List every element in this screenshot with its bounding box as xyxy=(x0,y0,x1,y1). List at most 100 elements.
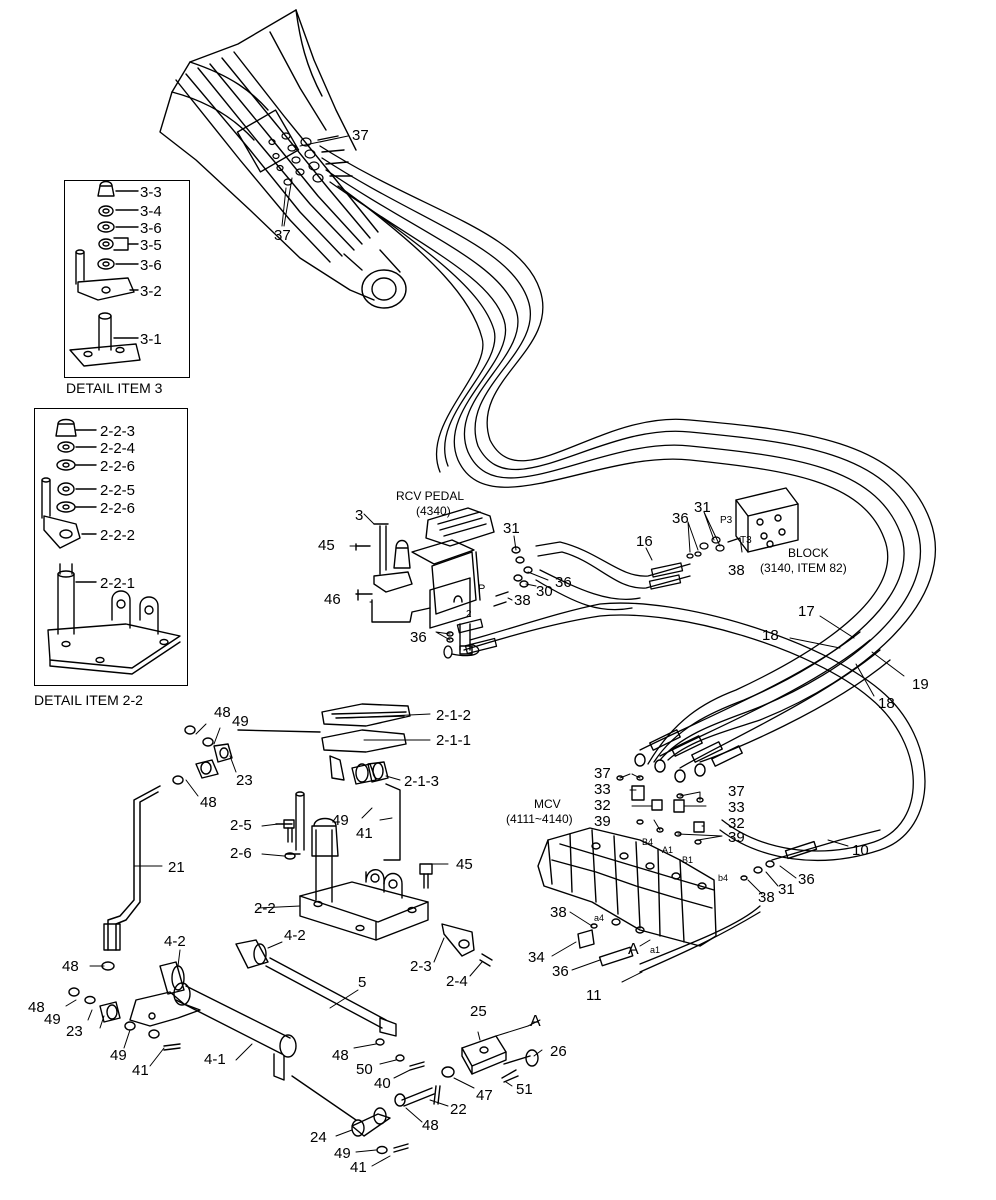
callout-2-3: 2-3 xyxy=(410,958,432,975)
detail22-label: 2-2-4 xyxy=(100,440,136,457)
callout-38: 38 xyxy=(728,562,745,579)
port-mark: a1 xyxy=(650,945,661,955)
callout-23: 23 xyxy=(66,1023,83,1040)
callout-2-1-2: 2-1-2 xyxy=(436,707,472,724)
callout-48: 48 xyxy=(332,1047,349,1064)
callout-31: 31 xyxy=(503,520,520,537)
mcv-drawing xyxy=(537,631,891,973)
detail22-label: 2-2-1 xyxy=(100,575,136,592)
callout-25: 25 xyxy=(470,1003,487,1020)
callout-17: 17 xyxy=(798,603,815,620)
callout-31: 31 xyxy=(778,881,795,898)
boom-drawing xyxy=(159,9,407,309)
callout-48: 48 xyxy=(200,794,217,811)
callout-34: 34 xyxy=(528,949,545,966)
callout-3: 3 xyxy=(355,507,364,524)
callout-49: 49 xyxy=(232,713,249,730)
callout-41: 41 xyxy=(350,1159,367,1176)
callout-38: 38 xyxy=(758,889,775,906)
detail3-label: 3-6 xyxy=(140,220,162,237)
callout-33: 33 xyxy=(594,781,611,798)
callout-47: 47 xyxy=(476,1087,493,1104)
callout-2-2: 2-2 xyxy=(254,900,276,917)
rcv-block-hoses xyxy=(443,536,926,862)
pilot-hose-bundle xyxy=(319,145,937,765)
callout-2-4: 2-4 xyxy=(446,973,468,990)
detail-item-3-frame xyxy=(64,180,190,378)
callout-32: 32 xyxy=(594,797,611,814)
port-mark: T3 xyxy=(740,535,752,546)
callout-41: 41 xyxy=(132,1062,149,1079)
rcv-pedal-drawing xyxy=(355,507,533,655)
detail22-label: 2-2-6 xyxy=(100,458,136,475)
detail3-label: 3-5 xyxy=(140,237,162,254)
detail3-label: 3-4 xyxy=(140,203,162,220)
callout-48: 48 xyxy=(214,704,231,721)
callout-a: A xyxy=(530,1013,541,1030)
callout-10: 10 xyxy=(852,842,869,859)
callout-23: 23 xyxy=(236,772,253,789)
callout-39: 39 xyxy=(728,829,745,846)
callout-37: 37 xyxy=(352,127,369,144)
callout-2-1-1: 2-1-1 xyxy=(436,732,472,749)
callout-39: 39 xyxy=(594,813,611,830)
callout-49: 49 xyxy=(332,812,349,829)
callout-48: 48 xyxy=(422,1117,439,1134)
callout-48: 48 xyxy=(62,958,79,975)
detail22-label: 2-2-3 xyxy=(100,423,136,440)
callout-2-5: 2-5 xyxy=(230,817,252,834)
block-caption: BLOCK xyxy=(788,546,829,560)
callout-21: 21 xyxy=(168,859,185,876)
leader-lines xyxy=(65,135,905,1167)
callout-37: 37 xyxy=(594,765,611,782)
callout-49: 49 xyxy=(334,1145,351,1162)
callout-36: 36 xyxy=(555,574,572,591)
detail-item-2-2-caption: DETAIL ITEM 2-2 xyxy=(34,692,143,708)
callout-49: 49 xyxy=(44,1011,61,1028)
rcv-pedal-caption: RCV PEDAL xyxy=(396,489,465,503)
mcv-caption: MCV xyxy=(534,797,561,811)
callout-37: 37 xyxy=(274,227,291,244)
callout-32: 32 xyxy=(728,815,745,832)
port-mark: A1 xyxy=(662,845,674,855)
callout-4-2: 4-2 xyxy=(284,927,306,944)
detail-item-2-2-frame xyxy=(34,408,188,686)
callout-30: 30 xyxy=(536,583,553,600)
detail22-label: 2-2-5 xyxy=(100,482,136,499)
callout-19: 19 xyxy=(912,676,929,693)
callout-4-1: 4-1 xyxy=(204,1051,226,1068)
callout-38: 38 xyxy=(550,904,567,921)
callout-45: 45 xyxy=(318,537,335,554)
port-mark: a4 xyxy=(594,913,605,923)
callout-46: 46 xyxy=(324,591,341,608)
callout-22: 22 xyxy=(450,1101,467,1118)
detail22-label: 2-2-6 xyxy=(100,500,136,517)
callout-5: 5 xyxy=(358,974,367,991)
detail-item-3-caption: DETAIL ITEM 3 xyxy=(66,380,163,396)
detail3-label: 3-3 xyxy=(140,184,162,201)
callout-36: 36 xyxy=(798,871,815,888)
block-ref: (3140, ITEM 82) xyxy=(760,561,847,575)
callout-16: 16 xyxy=(636,533,653,550)
callout-2-1-3: 2-1-3 xyxy=(404,773,440,790)
port-mark: 2 xyxy=(466,609,472,620)
callout-38: 38 xyxy=(514,592,531,609)
callout-37: 37 xyxy=(728,783,745,800)
callout-18: 18 xyxy=(878,695,895,712)
detail22-label: 2-2-2 xyxy=(100,527,136,544)
port-mark: b4 xyxy=(718,873,729,883)
callout-36: 36 xyxy=(410,629,427,646)
callout-41: 41 xyxy=(356,825,373,842)
callout-49: 49 xyxy=(110,1047,127,1064)
callout-45: 45 xyxy=(456,856,473,873)
callout-2-6: 2-6 xyxy=(230,845,252,862)
pedal-linkage-drawing xyxy=(68,703,539,1155)
port-mark: P3 xyxy=(720,515,733,526)
detail3-label: 3-1 xyxy=(140,331,162,348)
detail-item-3-parts xyxy=(69,180,141,367)
callout-50: 50 xyxy=(356,1061,373,1078)
port-mark: B1 xyxy=(682,855,694,865)
callout-33: 33 xyxy=(728,799,745,816)
